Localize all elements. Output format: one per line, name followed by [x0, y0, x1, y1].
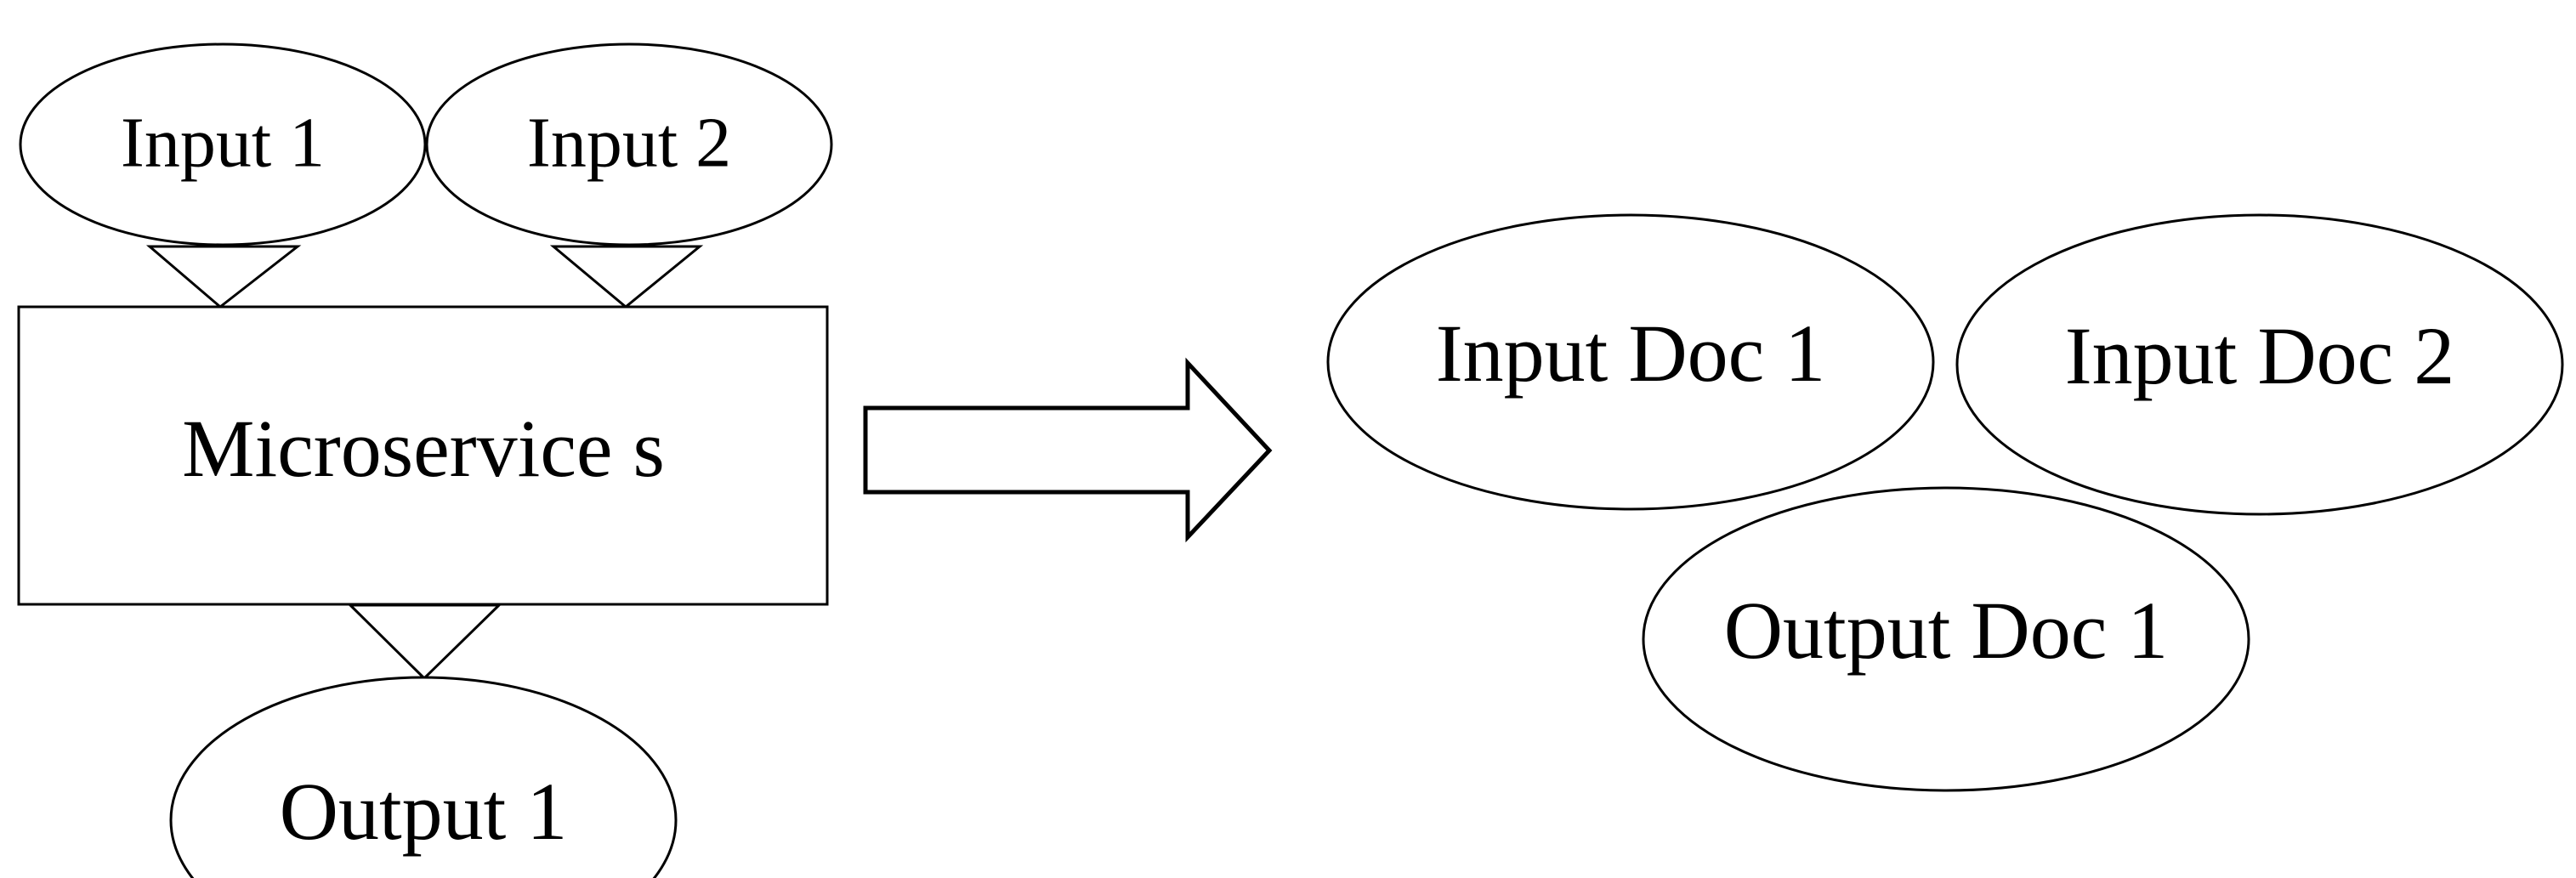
- connector-input-2-to-microservice: [549, 245, 704, 309]
- output-doc-1-label: Output Doc 1: [1724, 585, 2169, 676]
- arrowhead-down-icon: [145, 245, 302, 309]
- node-microservice-s[interactable]: Microservice s: [17, 305, 829, 606]
- node-input-doc-1[interactable]: Input Doc 1: [1326, 213, 1935, 511]
- output-1-ellipse[interactable]: [169, 676, 678, 878]
- microservice-model-group: Input 1 Input 2 Microservice s: [17, 42, 833, 878]
- microservice-label: Microservice s: [182, 403, 665, 494]
- microservice-box[interactable]: [17, 305, 829, 606]
- node-input-doc-2[interactable]: Input Doc 2: [1955, 213, 2564, 516]
- input-1-ellipse[interactable]: [19, 42, 427, 246]
- input-doc-1-label: Input Doc 1: [1436, 308, 1826, 399]
- input-doc-2-label: Input Doc 2: [2065, 310, 2455, 401]
- right-block-arrow-icon[interactable]: [863, 357, 1273, 543]
- input-doc-1-ellipse[interactable]: [1326, 213, 1935, 511]
- input-doc-2-ellipse[interactable]: [1955, 213, 2564, 516]
- output-doc-1-ellipse[interactable]: [1642, 486, 2250, 792]
- node-output-doc-1[interactable]: Output Doc 1: [1642, 486, 2250, 792]
- transform-arrow-group[interactable]: [863, 357, 1273, 543]
- node-output-1[interactable]: Output 1: [169, 676, 678, 878]
- arrowhead-down-icon: [549, 245, 704, 309]
- input-2-ellipse[interactable]: [425, 42, 833, 246]
- document-model-group: Input Doc 1 Input Doc 2 Output Doc 1: [1326, 213, 2564, 792]
- arrowhead-down-icon: [347, 603, 502, 681]
- output-1-label: Output 1: [280, 766, 568, 857]
- connector-microservice-to-output-1: [347, 603, 502, 681]
- node-input-2[interactable]: Input 2: [425, 42, 833, 246]
- input-2-label: Input 2: [527, 103, 731, 182]
- input-1-label: Input 1: [121, 103, 325, 182]
- connector-input-1-to-microservice: [145, 245, 302, 309]
- node-input-1[interactable]: Input 1: [19, 42, 427, 246]
